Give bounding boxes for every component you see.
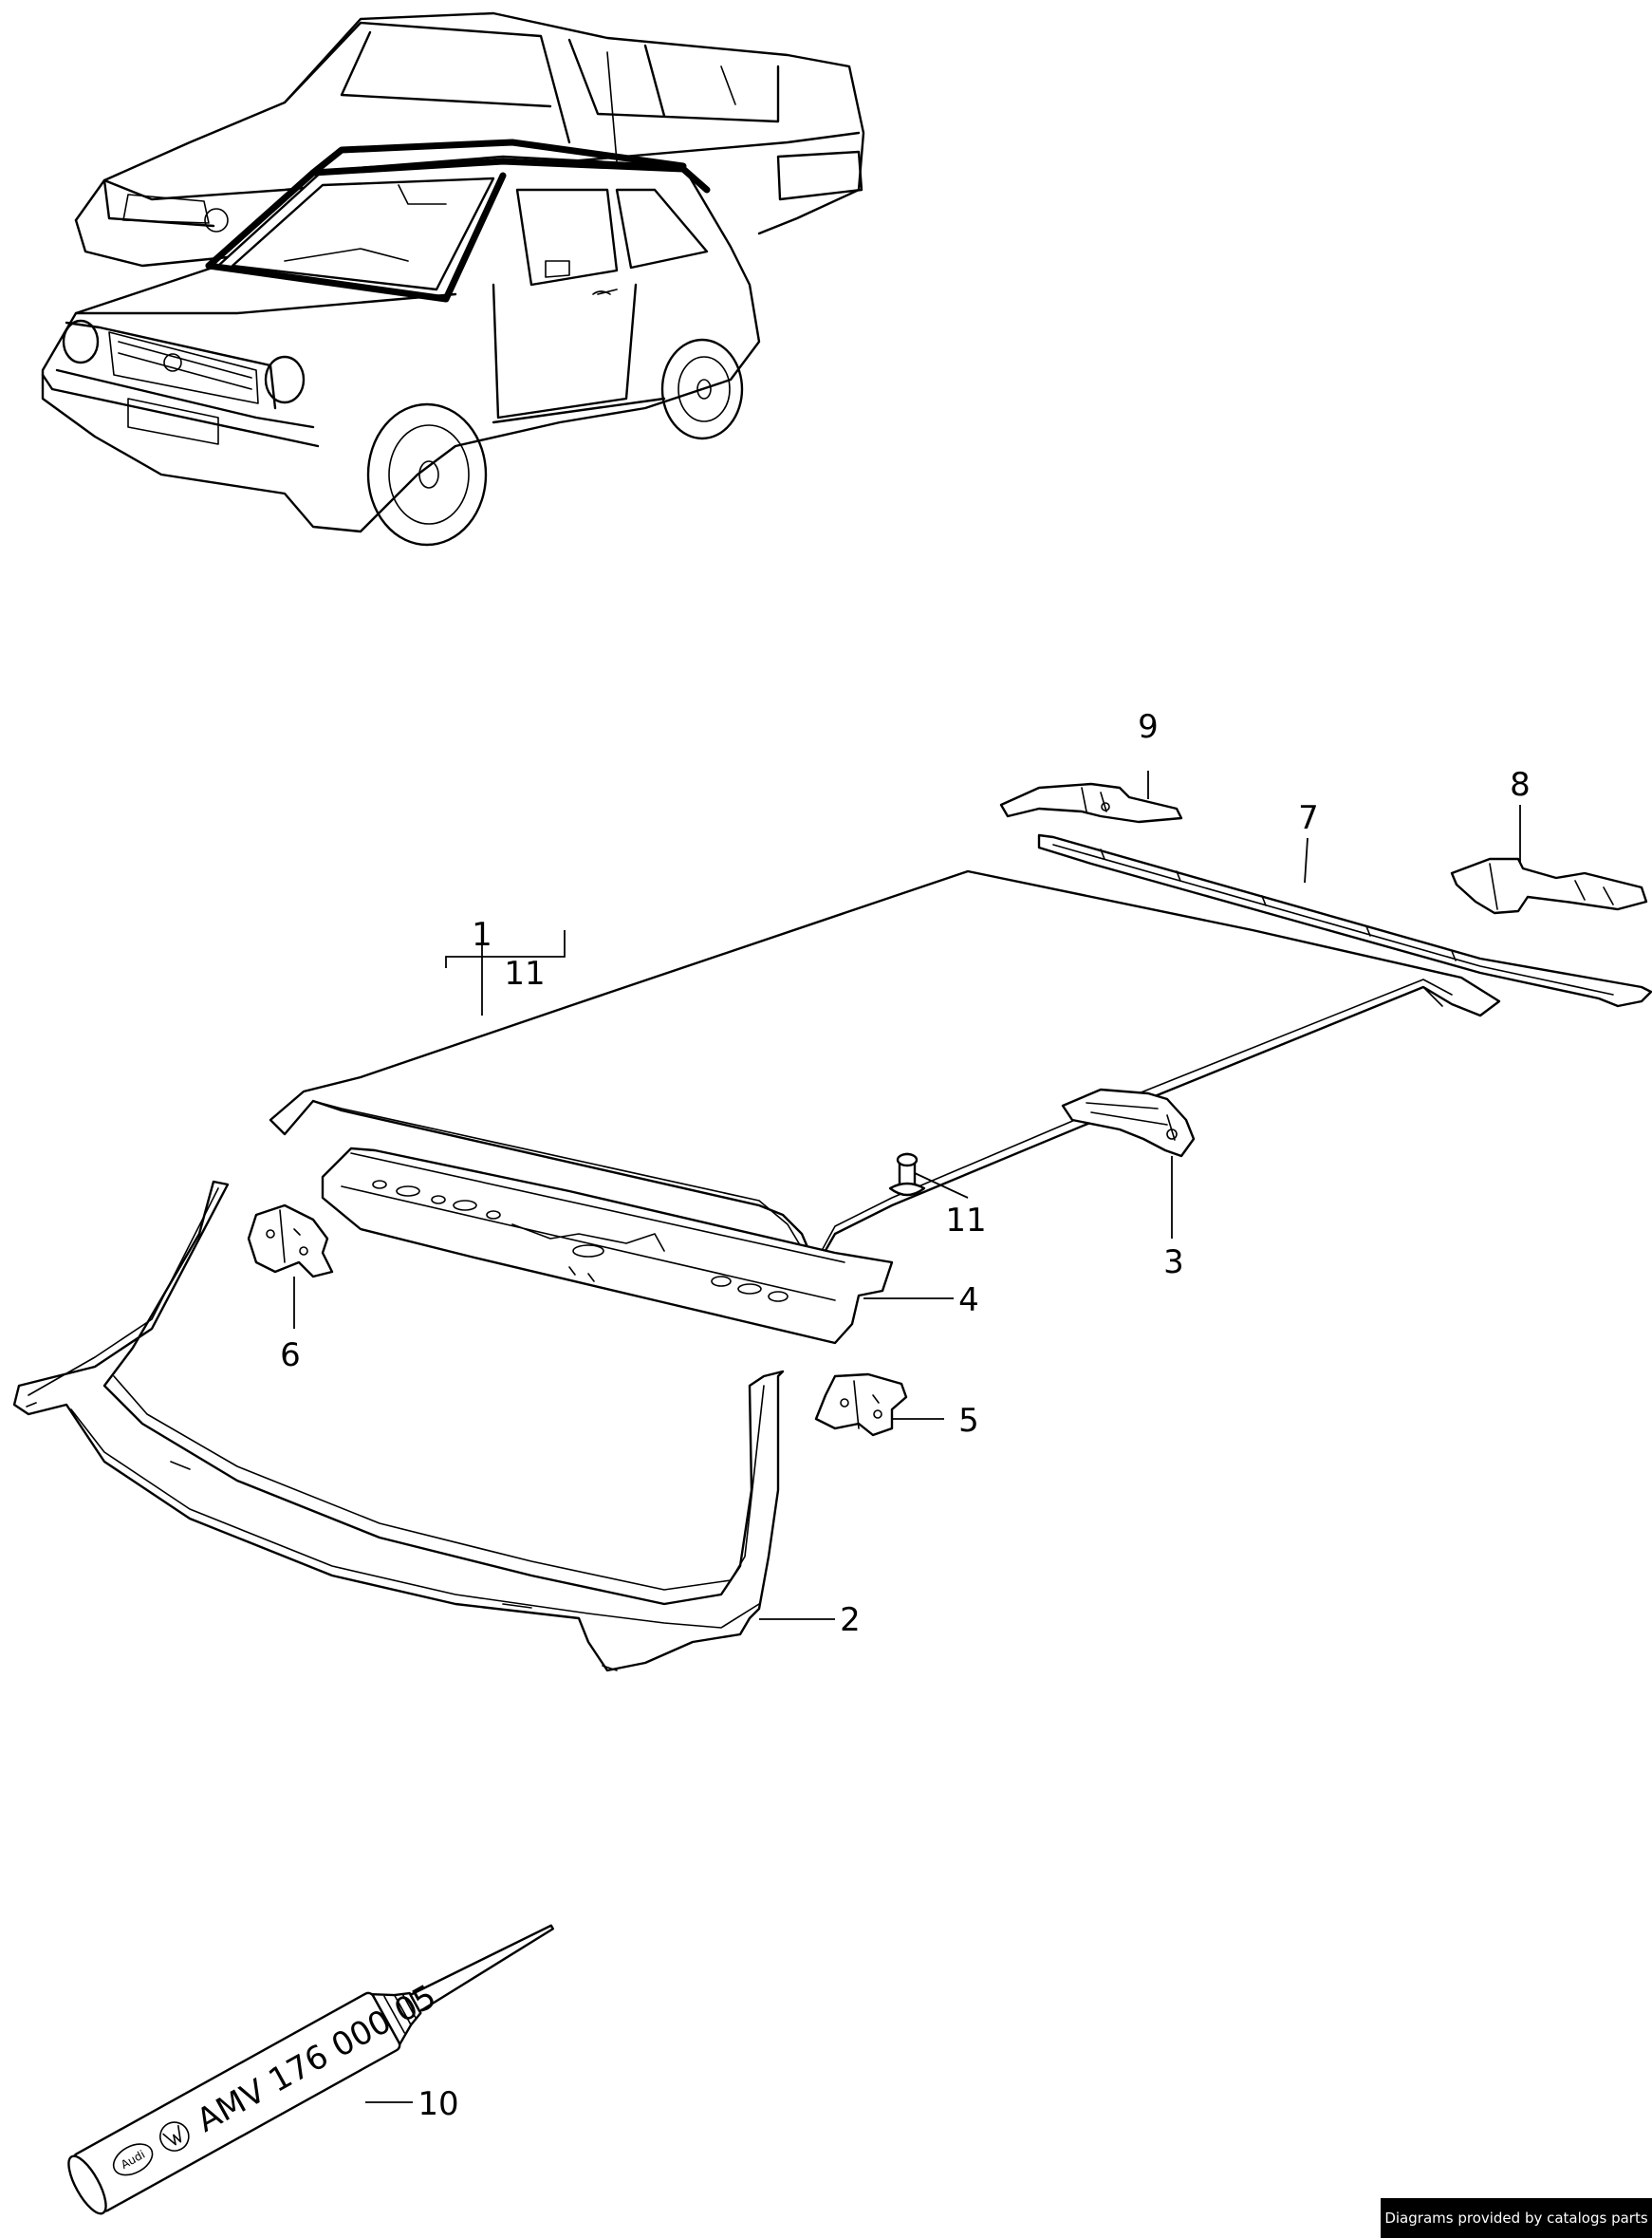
callout-labels: 1 11 11 2 3 4 5 6 7 8 9 10 bbox=[280, 708, 1531, 2123]
audi-logo-icon bbox=[112, 2143, 154, 2176]
rear-cross-member bbox=[1061, 1088, 1196, 1158]
callout-1: 1 bbox=[472, 916, 492, 954]
corner-bracket-6 bbox=[247, 1203, 334, 1278]
bracket-9 bbox=[999, 782, 1183, 824]
leader-lines bbox=[293, 771, 1521, 2103]
callout-11-stud: 11 bbox=[945, 1202, 986, 1240]
frame-holes bbox=[372, 1180, 789, 1302]
callout-6: 6 bbox=[280, 1336, 301, 1374]
windshield-frame bbox=[12, 1180, 785, 1672]
roof-rail-strip bbox=[1037, 833, 1652, 1008]
callout-5: 5 bbox=[958, 1402, 979, 1440]
callout-8: 8 bbox=[1510, 766, 1531, 804]
callout-4: 4 bbox=[958, 1281, 979, 1319]
sealant-tube: Audi AMV 176 000 05 bbox=[67, 1924, 554, 2215]
callout-3: 3 bbox=[1163, 1243, 1184, 1281]
front-roof-frame bbox=[321, 1147, 894, 1345]
bracket-8 bbox=[1450, 857, 1648, 915]
credit-badge: Diagrams provided by catalogs parts bbox=[1381, 2198, 1652, 2238]
callout-2: 2 bbox=[840, 1601, 861, 1639]
roof-stud bbox=[888, 1152, 926, 1197]
callout-7: 7 bbox=[1298, 799, 1319, 837]
vw-logo-icon bbox=[159, 2121, 190, 2152]
hatchback-illustration bbox=[41, 139, 761, 547]
callout-9: 9 bbox=[1138, 708, 1159, 746]
vehicle-overview-illustration bbox=[41, 11, 865, 547]
callout-11-roof: 11 bbox=[504, 955, 545, 993]
corner-bracket-5 bbox=[814, 1372, 908, 1437]
tube-part-number: AMV 176 000 05 bbox=[191, 1978, 442, 2140]
roof-panel bbox=[269, 869, 1501, 1269]
callout-10: 10 bbox=[418, 2085, 458, 2123]
